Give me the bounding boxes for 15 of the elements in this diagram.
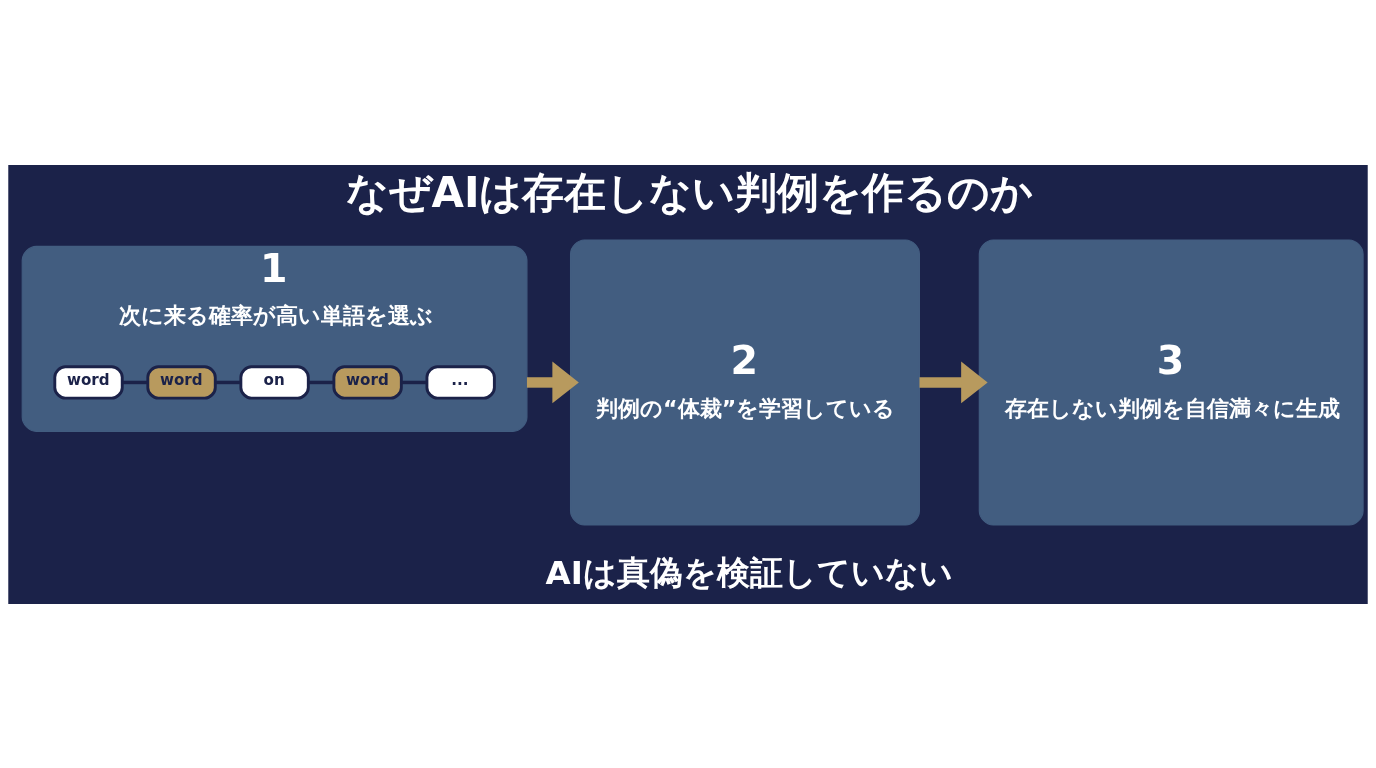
- arrow: [526, 361, 579, 403]
- node-box: word: [332, 364, 403, 400]
- connector: [122, 380, 148, 384]
- connector: [215, 380, 241, 384]
- node-box: 3 存在しない判例を自信満々に生成: [978, 238, 1364, 525]
- caption: AIは真偽を検証していない: [545, 553, 953, 592]
- node-box: word: [53, 364, 124, 400]
- node-box: word: [146, 364, 217, 400]
- connector: [401, 380, 427, 384]
- node-box: 2 判例の“体裁”を学習している: [569, 238, 920, 525]
- diagram-title: なぜAIは存在しない判例を作るのか: [345, 167, 1034, 217]
- node-box: ...: [425, 364, 496, 400]
- connector: [308, 380, 334, 384]
- arrow: [919, 361, 988, 403]
- node-box: on: [239, 364, 310, 400]
